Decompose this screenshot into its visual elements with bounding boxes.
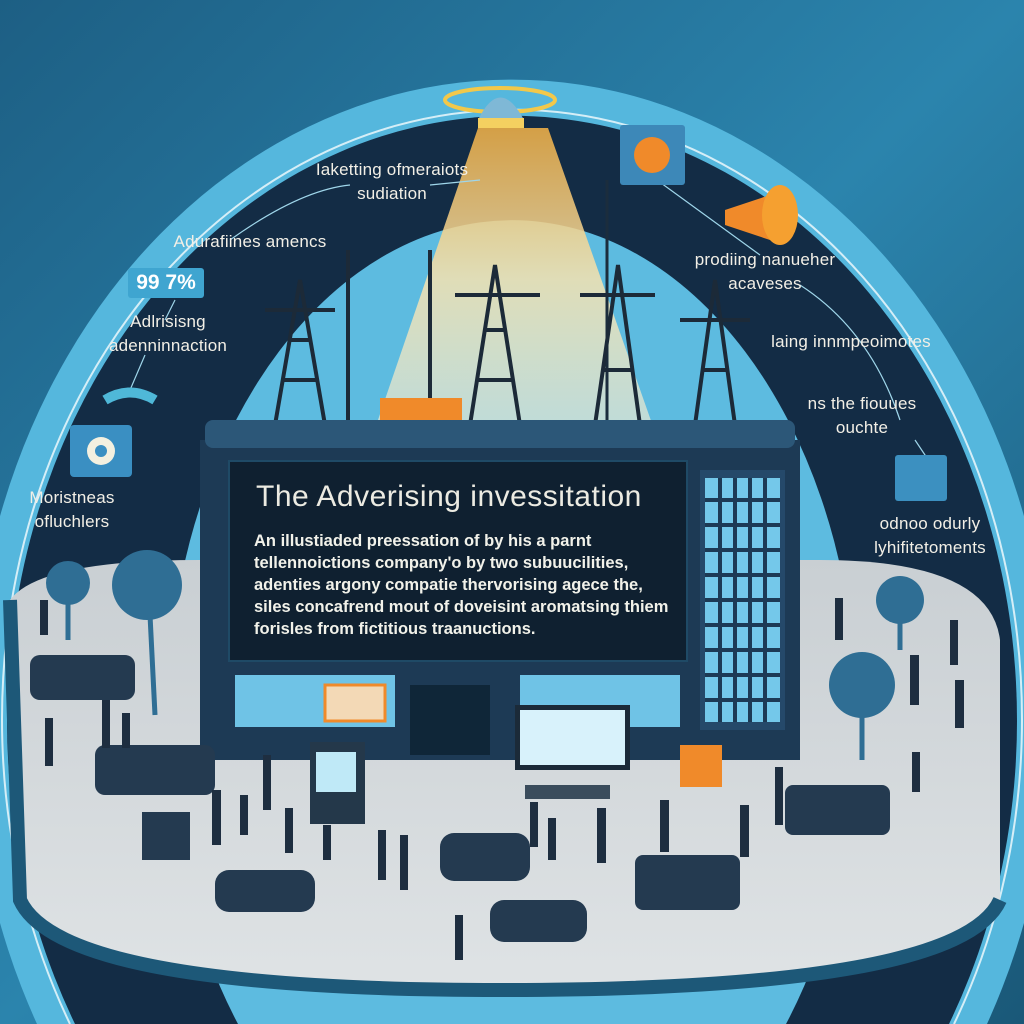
label-line: ouchte [835,418,889,437]
label-left-lower: Moristneas ofluchlers [29,486,114,534]
label-line: adenninnaction [108,336,228,355]
label-left-middle: Adlrisisng adenninnaction [109,310,227,358]
screen-body: An illustiaded preessation of by his a p… [254,532,669,638]
label-line: ofluchlers [34,512,110,531]
label-line: sudiation [357,184,427,203]
label-line: Moristneas [29,488,115,507]
building-screen: The Adverising invessitation An illustia… [228,460,688,662]
label-line: ns the fiouues [807,394,917,413]
label-line: odnoo odurly [879,514,981,533]
label-line: Iaketting ofmeraiots [315,160,469,179]
label-line: acaveses [728,274,802,293]
stat-badge: 99 7% [128,268,204,298]
label-left-upper: Adurafiines amencs [173,232,327,251]
label-right-upper: prodiing nanueher acaveses [695,248,835,296]
screen-title: The Adverising invessitation [256,480,642,513]
label-right-lower: ns the fiouues ouchte [808,392,917,440]
label-top-center: Iaketting ofmeraiots sudiation [316,158,468,206]
label-right-middle: laing innmpeoimotes [771,332,931,351]
label-line: lyhifitetoments [874,538,986,557]
label-line: prodiing nanueher [694,250,836,269]
label-right-bottom: odnoo odurly lyhifitetoments [874,512,986,560]
megaphone-icon [725,195,770,240]
label-line: Adlrisisng [130,312,206,331]
